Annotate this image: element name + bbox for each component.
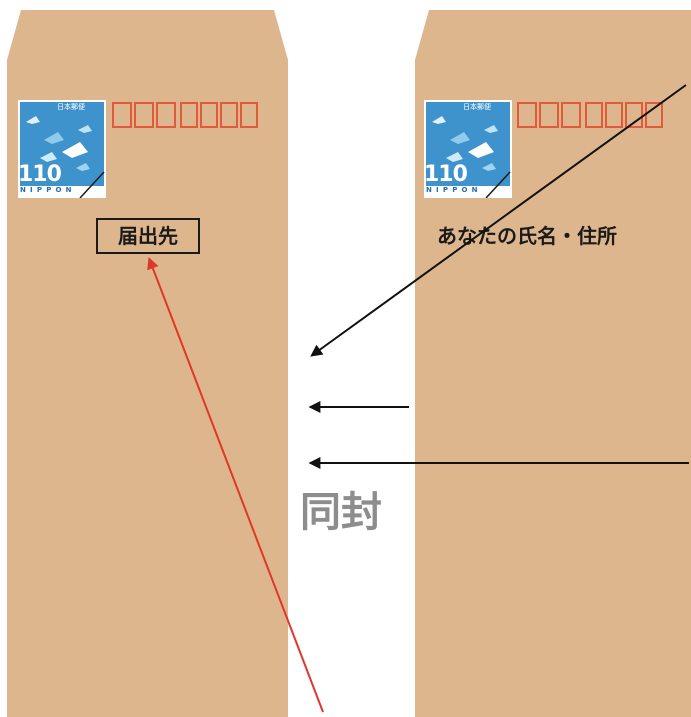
postal-code-box (112, 102, 132, 128)
dove-stamp-icon (18, 100, 106, 199)
postal-code-box (605, 102, 623, 128)
dove-stamp-icon (424, 100, 512, 199)
postal-code-box (240, 102, 258, 128)
envelope-return: 日本郵便 110 NIPPON あなたの氏名・住所 (415, 0, 691, 717)
recipient-label: 届出先 (96, 218, 200, 254)
postal-code-box (539, 102, 559, 128)
postal-code-box (220, 102, 238, 128)
arrow-icon (147, 257, 324, 713)
postal-code-box (134, 102, 154, 128)
postal-code-box (625, 102, 643, 128)
postal-code-box (561, 102, 581, 128)
stamp-issuer: 日本郵便 (463, 103, 491, 111)
postal-code-box (180, 102, 198, 128)
enclose-label: 同封 (300, 488, 382, 536)
envelope-recipient: 日本郵便 110 NIPPON 届出先 (7, 0, 288, 717)
stamp-country: NIPPON (20, 186, 76, 194)
postal-code-box (585, 102, 603, 128)
postage-stamp: 日本郵便 110 NIPPON (18, 100, 106, 199)
stamp-country: NIPPON (426, 186, 482, 194)
stamp-value: 110 (18, 162, 62, 187)
postage-stamp: 日本郵便 110 NIPPON (424, 100, 512, 199)
stamp-issuer: 日本郵便 (57, 103, 85, 111)
stamp-value: 110 (424, 162, 468, 187)
postal-code-box (517, 102, 537, 128)
postal-code-box (156, 102, 176, 128)
postal-code-box (200, 102, 218, 128)
arrow-icon (310, 84, 687, 357)
